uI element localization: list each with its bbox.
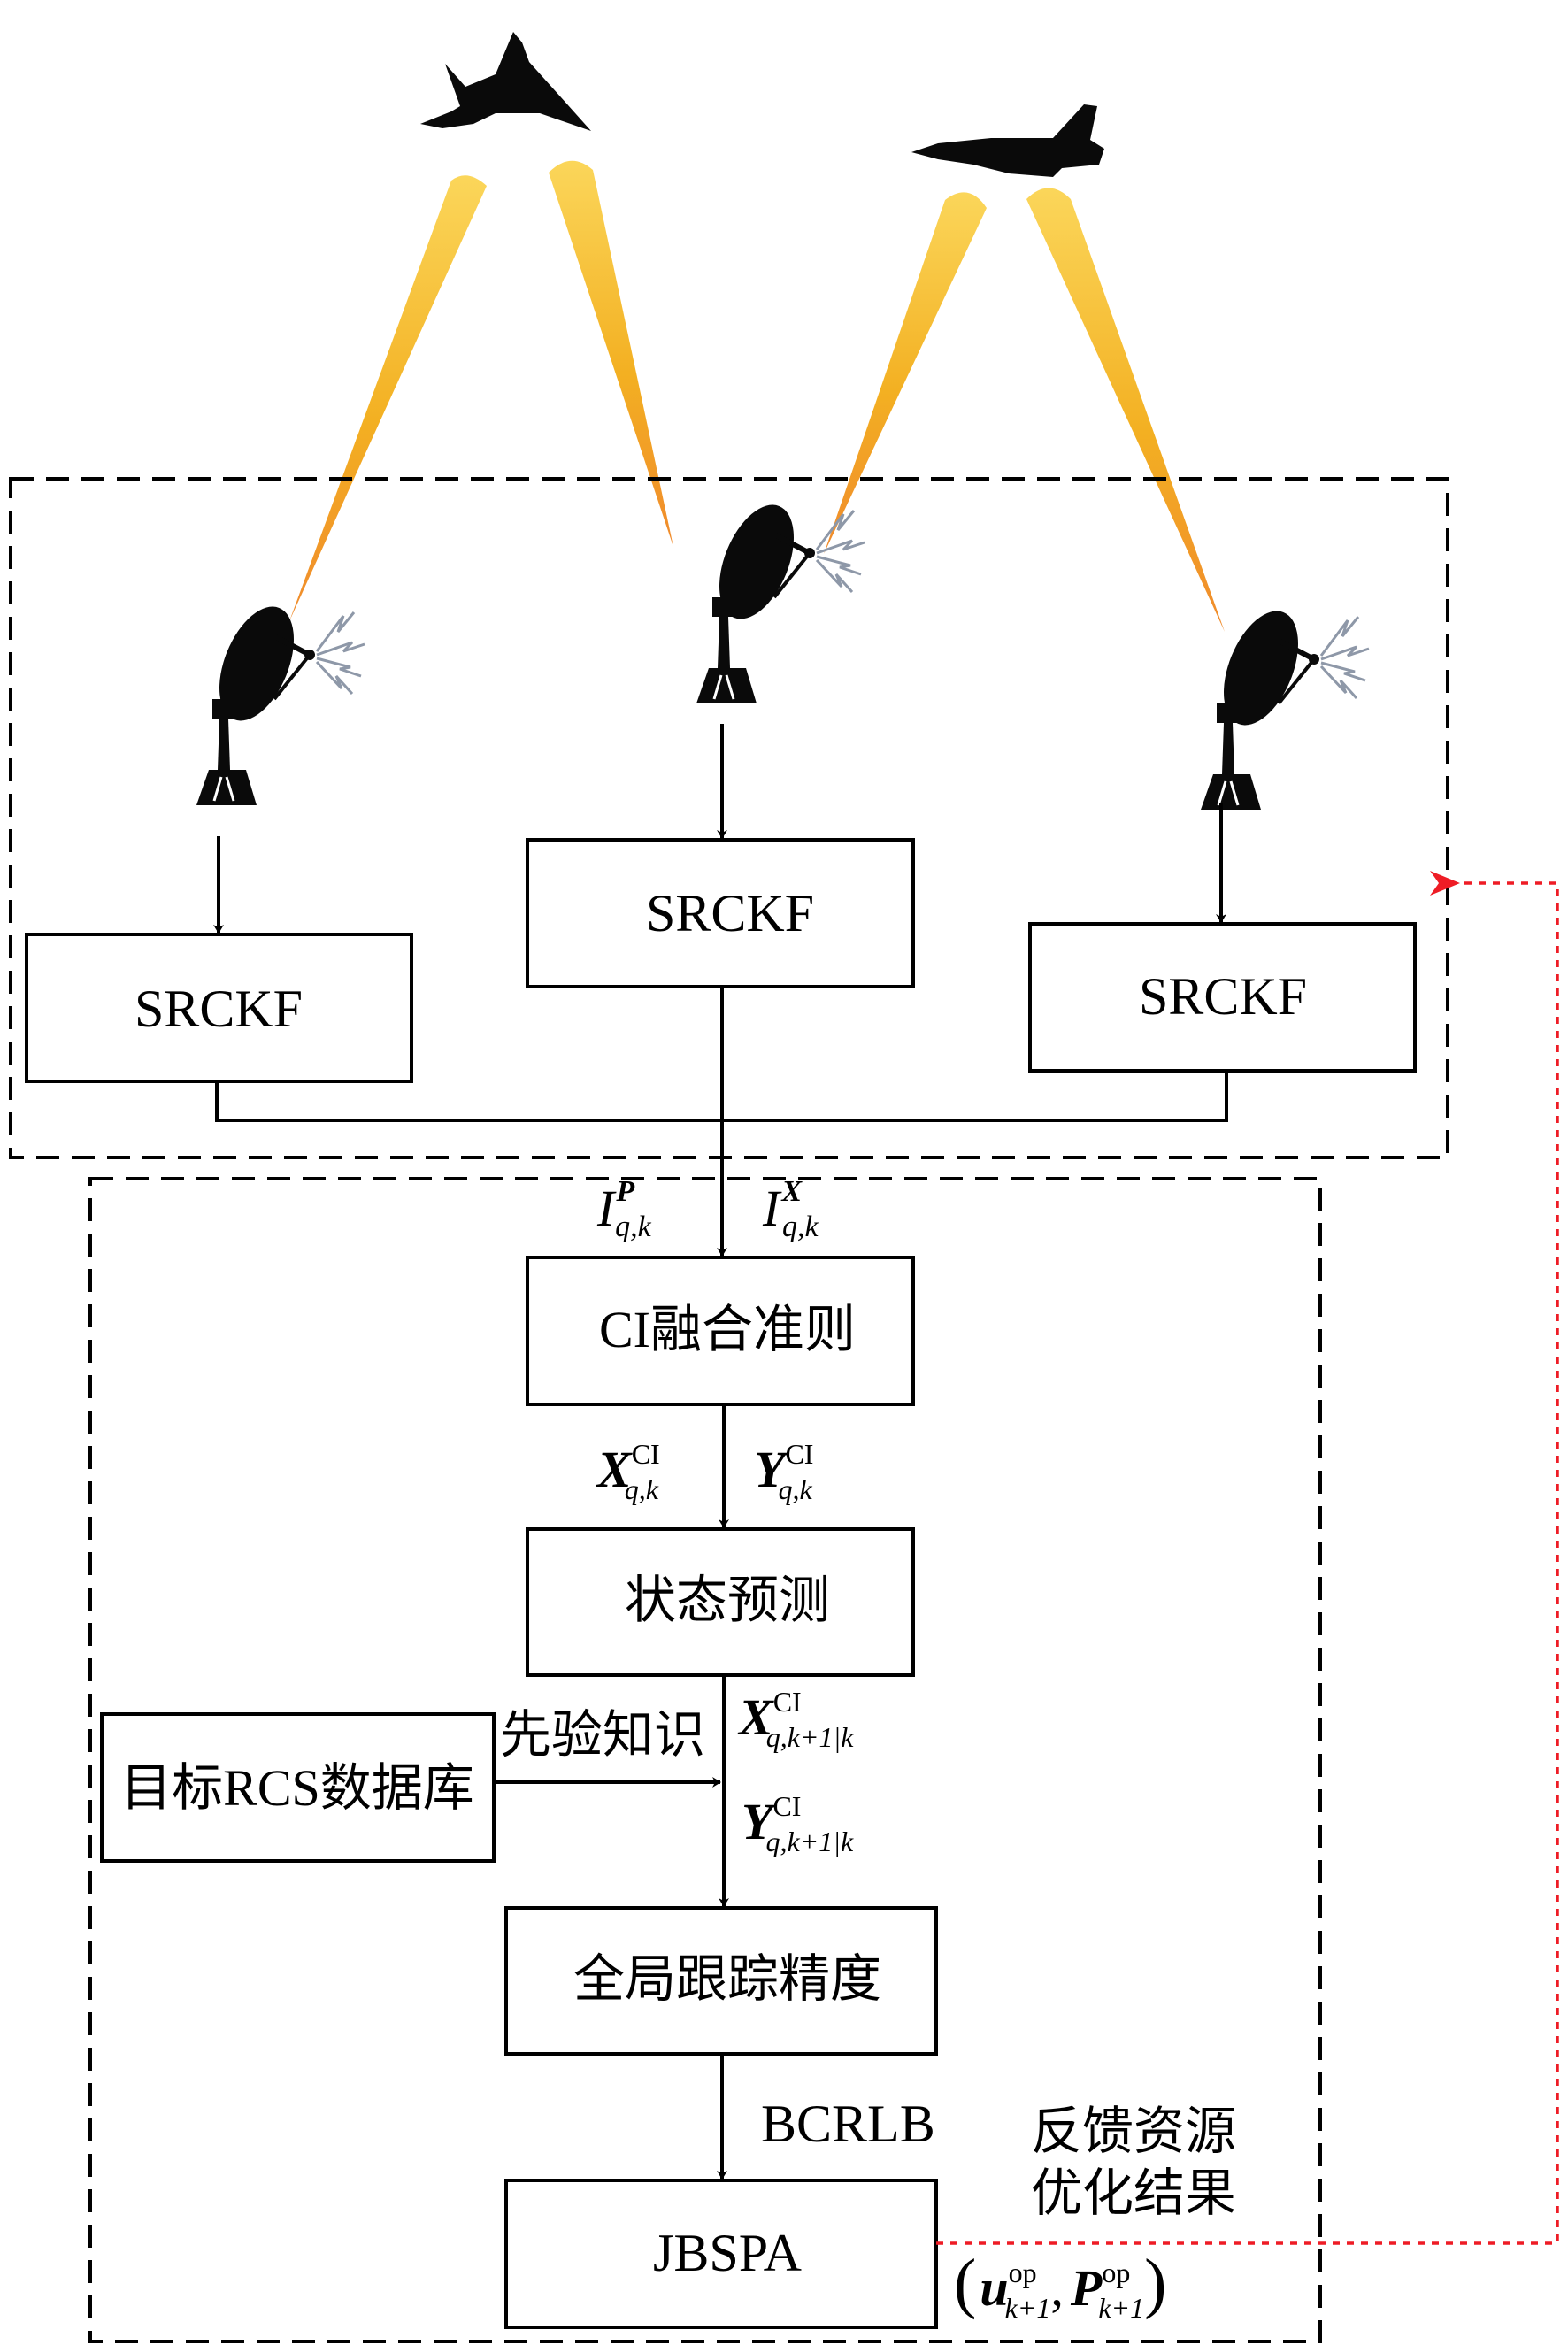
radar-right-icon bbox=[1201, 600, 1369, 810]
jbspa-label: JBSPA bbox=[653, 2224, 802, 2282]
srckf-right-label: SRCKF bbox=[1139, 967, 1307, 1026]
ci-fusion-box: CI融合准则 bbox=[526, 1256, 915, 1406]
srckf-left-label: SRCKF bbox=[135, 980, 303, 1038]
ci-fusion-label: CI融合准则 bbox=[599, 1301, 856, 1358]
beam-3 bbox=[824, 192, 987, 554]
feedback-label-line2: 优化结果 bbox=[1031, 2164, 1236, 2222]
feedback-arrow bbox=[936, 871, 1559, 2245]
srckf-middle-label: SRCKF bbox=[646, 884, 814, 942]
state-prediction-label: 状态预测 bbox=[625, 1572, 830, 1629]
radar-middle-icon bbox=[696, 494, 865, 704]
bcrlb-label: BCRLB bbox=[761, 2095, 935, 2153]
state-prediction-box: 状态预测 bbox=[526, 1527, 915, 1677]
fighter-jet-2-icon bbox=[911, 104, 1104, 177]
beam-4 bbox=[1026, 188, 1225, 632]
beam-1 bbox=[289, 175, 487, 621]
srckf-middle: SRCKF bbox=[526, 838, 915, 988]
beam-2 bbox=[549, 160, 673, 547]
radar-beams bbox=[289, 160, 1225, 632]
srckf-right: SRCKF bbox=[1028, 922, 1417, 1073]
global-accuracy-label: 全局跟踪精度 bbox=[573, 1950, 881, 2008]
rcs-database-box: 目标RCS数据库 bbox=[100, 1712, 496, 1863]
fighter-jet-1-icon bbox=[420, 32, 591, 131]
rcs-database-label: 目标RCS数据库 bbox=[120, 1759, 474, 1817]
prior-knowledge-label: 先验知识 bbox=[500, 1706, 705, 1764]
srckf-left: SRCKF bbox=[25, 933, 413, 1083]
radar-left-icon bbox=[196, 596, 365, 805]
global-accuracy-box: 全局跟踪精度 bbox=[504, 1906, 938, 2056]
feedback-label-line1: 反馈资源 bbox=[1031, 2103, 1236, 2160]
fusion-center-boundary bbox=[88, 1177, 1322, 2343]
jbspa-box: JBSPA bbox=[504, 2179, 938, 2329]
sensor-group-boundary bbox=[9, 477, 1449, 1159]
